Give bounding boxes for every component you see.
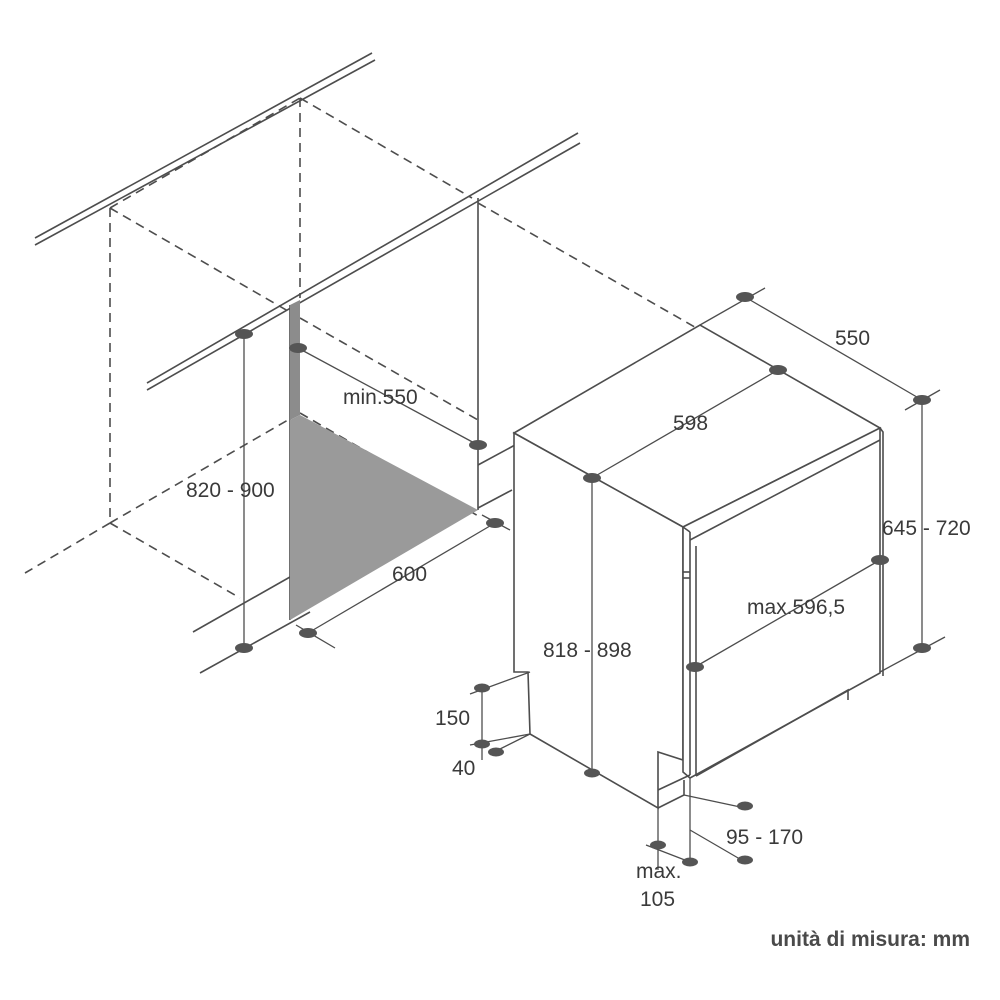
unit-note: unità di misura: mm: [770, 928, 970, 951]
plinth-offset-label: 95 - 170: [726, 826, 803, 849]
countertop-back-edge: [34, 52, 373, 239]
max-value-label: 105: [640, 888, 675, 911]
dishwasher-body: [512, 324, 882, 810]
door-width-label: max.596,5: [747, 596, 845, 619]
plinth-setback-label: 40: [452, 757, 475, 780]
max-label: max.: [636, 860, 682, 883]
niche-height-label: 820 - 900: [186, 479, 275, 502]
countertop-front-edge: [146, 132, 579, 384]
plinth-height-label: 150: [435, 707, 470, 730]
niche-width-label: 600: [392, 563, 427, 586]
niche-depth-label: min.550: [343, 386, 418, 409]
appliance-depth-label: 550: [835, 327, 870, 350]
dimension-markers: [235, 292, 931, 867]
niche-outline: [24, 52, 701, 674]
appliance-height-label: 818 - 898: [543, 639, 632, 662]
door-height-label: 645 - 720: [882, 517, 971, 540]
appliance-width-label: 598: [673, 412, 708, 435]
dimension-lines: [243, 287, 946, 870]
niche-floor: [290, 415, 478, 620]
niche-side-panel: [290, 300, 300, 420]
countertop-front-edge-2: [146, 142, 581, 391]
